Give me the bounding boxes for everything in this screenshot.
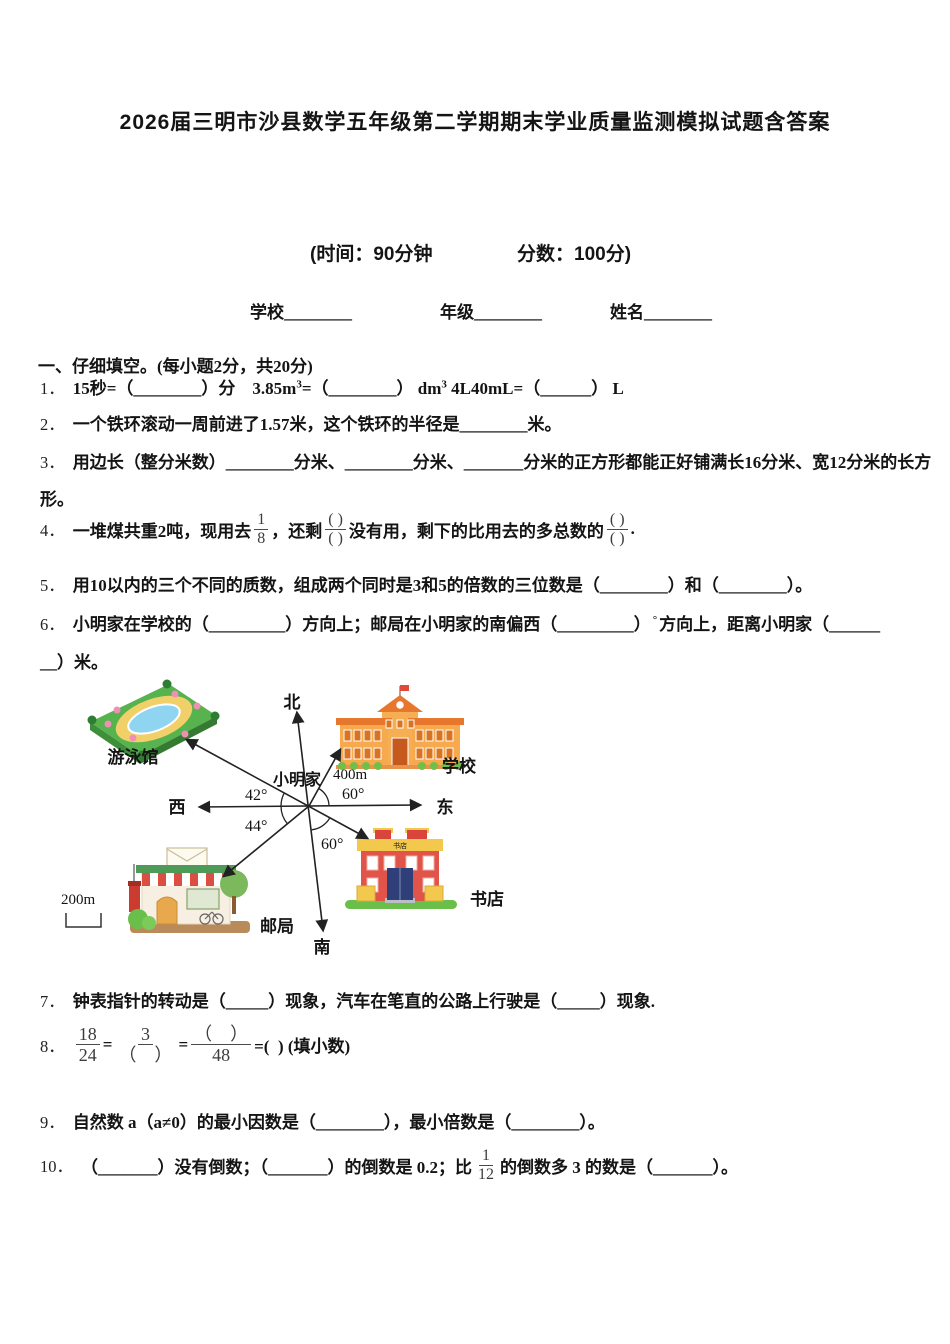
angle-pool-label: 42° <box>245 787 267 804</box>
direction-diagram: 书店 200m <box>61 679 504 957</box>
question-5: 5． 用10以内的三个不同的质数，组成两个同时是3和5的倍数的三位数是（_____… <box>40 571 930 596</box>
question-6-text: 小明家在学校的（_________）方向上；邮局在小明家的南偏西（_______… <box>72 615 651 634</box>
distance-label: 400m <box>333 767 368 783</box>
angle-arc-school <box>318 787 330 807</box>
school-field: 学校________ <box>250 303 352 322</box>
angle-book-label: 60° <box>321 836 343 853</box>
question-6-line2: __）米。 <box>40 653 108 672</box>
school-ray <box>308 747 342 807</box>
question-9-number: 9． <box>40 1113 65 1132</box>
scale-bracket <box>65 913 102 928</box>
angle-post-label: 44° <box>245 818 267 835</box>
section-1-heading: 一、仔细填空。(每小题2分，共20分) <box>38 357 313 376</box>
post-office-ray <box>222 805 310 878</box>
question-1-number: 1． <box>40 379 65 398</box>
page-title: 2026届三明市沙县数学五年级第二学期期末学业质量监测模拟试题含答案 <box>119 111 831 134</box>
cubic-superscript: 3 <box>296 378 302 391</box>
angle-arc-pool <box>280 792 285 807</box>
compass-south-label: 南 <box>314 937 331 957</box>
compass-east-label: 东 <box>437 797 454 817</box>
question-10-number: 10． <box>40 1157 73 1177</box>
question-8-number: 8． <box>40 1036 65 1056</box>
angle-arc-book <box>311 817 331 831</box>
question-7-number: 7． <box>40 992 65 1011</box>
question-2-text: 一个铁环滚动一周前进了1.57米，这个铁环的半径是________米。 <box>72 415 562 434</box>
question-8-tail: =( ) (填小数) <box>254 1037 351 1057</box>
question-2-number: 2． <box>40 415 65 434</box>
degree-superscript: ° <box>652 614 658 627</box>
school-label: 学校 <box>442 756 477 776</box>
question-3: 3． 用边长（整分米数）________分米、________分米、_______… <box>40 448 932 473</box>
grade-field: 年级________ <box>440 303 542 322</box>
compass-north-label: 北 <box>284 693 301 712</box>
exam-time: (时间：90分钟 <box>310 244 433 265</box>
bookstore-label: 书店 <box>470 889 504 909</box>
pool-bookstore-line <box>184 738 370 840</box>
exam-score: 分数：100分) <box>517 244 632 265</box>
scale-label: 200m <box>61 892 96 908</box>
question-3-line2: 形。 <box>40 490 74 509</box>
question-7-text: 钟表指针的转动是（_____）现象，汽车在笔直的公路上行驶是（_____）现象. <box>72 992 655 1011</box>
angle-school-label: 60° <box>342 786 364 803</box>
angle-arc-post <box>280 805 288 825</box>
fraction-blank: ( )( ) <box>606 511 628 548</box>
fraction-blank: ( )( ) <box>325 511 346 548</box>
pool-label: 游泳馆 <box>108 747 159 767</box>
compass-west-label: 西 <box>169 798 186 817</box>
swimming-pool-image <box>87 679 220 764</box>
question-3-number: 3． <box>40 453 65 472</box>
post-office-image <box>128 847 250 933</box>
fraction-3-blank: 3（ ） <box>118 1024 173 1066</box>
question-6: 6． 小明家在学校的（_________）方向上；邮局在小明家的南偏西（_____… <box>40 614 881 634</box>
question-2: 2． 一个铁环滚动一周前进了1.57米，这个铁环的半径是________米。 <box>40 410 930 435</box>
question-6-number: 6． <box>40 615 65 634</box>
question-1-text: 15秒=（________）分 3.85m <box>72 379 297 398</box>
question-4-number: 4． <box>40 521 65 541</box>
name-field: 姓名________ <box>610 303 712 322</box>
question-9-text: 自然数 a（a≠0）的最小因数是（________），最小倍数是（_______… <box>72 1113 605 1132</box>
post-office-label: 邮局 <box>260 916 294 936</box>
question-5-text: 用10以内的三个不同的质数，组成两个同时是3和5的倍数的三位数是（_______… <box>72 576 813 595</box>
question-5-number: 5． <box>40 576 65 595</box>
home-label: 小明家 <box>273 770 322 789</box>
bookstore-image: 书店 <box>345 828 457 909</box>
fraction-blank-48: （ ）48 <box>191 1024 252 1065</box>
cubic-superscript: 3 <box>441 378 447 391</box>
question-1: 1．15秒=（________）分 3.85m3=（________） dm3 … <box>40 378 624 398</box>
question-3-text: 用边长（整分米数）________分米、________分米、_______分米… <box>72 453 932 472</box>
question-10-text: （_______）没有倒数；（_______）的倒数是 0.2；比 <box>81 1157 472 1177</box>
bookstore-sign: 书店 <box>393 841 407 850</box>
question-9: 9． 自然数 a（a≠0）的最小因数是（________），最小倍数是（_____… <box>40 1108 930 1133</box>
question-7: 7． 钟表指针的转动是（_____）现象，汽车在笔直的公路上行驶是（_____）现… <box>40 987 930 1012</box>
question-4-text: 一堆煤共重2吨，现用去 <box>72 521 252 541</box>
north-south-line <box>291 710 329 933</box>
